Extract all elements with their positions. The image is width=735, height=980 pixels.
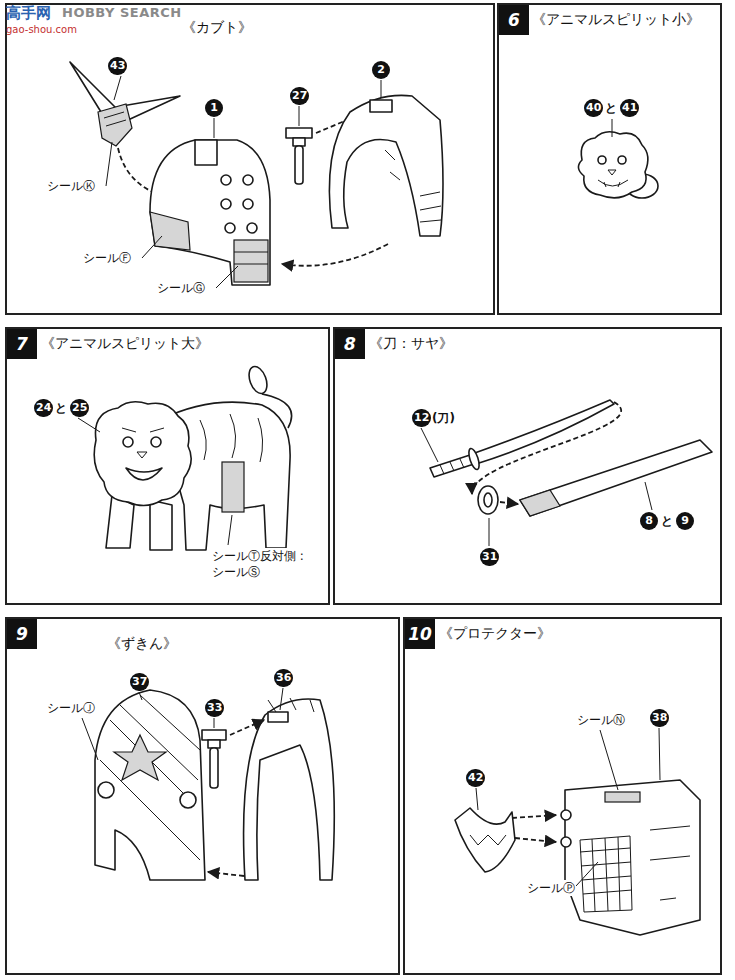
leader-lines <box>78 418 232 545</box>
watermark: gao-shou.com <box>6 24 77 35</box>
assembly-arrow <box>500 502 518 504</box>
step-number: 8 <box>335 329 365 359</box>
callout-number: 27 <box>290 87 309 105</box>
callout-number: 1 <box>205 99 223 117</box>
step-number: 6 <box>499 5 529 35</box>
step-title: 《ずきん》 <box>107 633 177 653</box>
leader-lines <box>82 688 283 760</box>
pin-part <box>202 730 226 788</box>
callout-number: 36 <box>274 669 293 687</box>
callout-number: 43 <box>108 57 127 75</box>
horn-part <box>70 62 180 146</box>
connector-word: と <box>605 100 617 116</box>
step-panel: 《カブト》 <box>5 3 495 315</box>
helmet-front <box>150 140 270 285</box>
assembly-arrow <box>515 838 556 842</box>
sticker-label: シールⒻ <box>82 250 132 266</box>
hood-part <box>95 690 205 880</box>
watermark: HOBBY SEARCH <box>62 5 182 20</box>
callout-number: 8 <box>640 512 658 530</box>
leader-lines <box>106 76 381 288</box>
hood-back <box>244 698 335 880</box>
callout-number: 38 <box>650 709 669 727</box>
callout-number: 12 <box>412 409 431 427</box>
callout-number: 2 <box>372 61 390 79</box>
ring-part <box>478 486 498 514</box>
sticker-label: シールⓉ反対側 :シールⓈ <box>212 548 304 580</box>
assembly-arrow <box>282 244 388 266</box>
callout-number: 25 <box>70 399 89 417</box>
face-guard <box>455 808 515 872</box>
step-title: 《刀：サヤ》 <box>369 333 453 353</box>
step-panel: 10《プロテクター》 <box>403 617 722 975</box>
watermark: 高手网 <box>6 4 51 23</box>
sword-part <box>430 400 614 477</box>
pin-part <box>286 128 312 184</box>
sticker-label: シールⒿ <box>46 700 96 716</box>
sticker-label: シールⒼ <box>156 280 206 296</box>
assembly-arrow <box>472 402 621 494</box>
callout-number: 40 <box>584 99 603 117</box>
callout-number: 41 <box>620 99 639 117</box>
sticker-label: シールⓀ <box>46 178 96 194</box>
small-lion <box>578 132 658 198</box>
callout-number: 24 <box>34 399 53 417</box>
step-title: 《アニマルスピリット小》 <box>532 9 700 29</box>
callout-number: 33 <box>205 699 224 717</box>
sticker-label: シールⓅ <box>526 880 576 896</box>
leader-lines <box>476 728 660 886</box>
callout-number: 42 <box>466 769 485 787</box>
leader-line <box>612 119 613 137</box>
assembly-arrow <box>208 872 244 876</box>
step-number: 7 <box>7 329 37 359</box>
large-lion <box>94 364 291 550</box>
callout-number: 9 <box>676 512 694 530</box>
connector-word: と <box>661 513 673 529</box>
part-note: (刀) <box>432 410 455 426</box>
step-number: 10 <box>405 619 435 649</box>
step-title: 《カブト》 <box>182 17 252 37</box>
assembly-arrow <box>230 720 264 735</box>
leader-lines <box>421 428 652 546</box>
callout-number: 37 <box>130 673 149 691</box>
step-panel: 9 《ずきん》 <box>5 617 400 975</box>
step-title: 《アニマルスピリット大》 <box>41 333 209 353</box>
step-panel: 6《アニマルスピリット小》 <box>497 3 722 315</box>
step-title: 《プロテクター》 <box>439 623 551 643</box>
step-panel: 8《刀：サヤ》 <box>333 327 722 605</box>
callout-number: 31 <box>480 548 499 566</box>
connector-word: と <box>55 400 67 416</box>
sticker-label: シールⓃ <box>576 712 626 728</box>
sheath-part <box>520 440 712 516</box>
step-number: 9 <box>7 619 37 649</box>
protector-part <box>561 780 700 935</box>
helmet-back <box>329 95 443 236</box>
assembly-arrow <box>512 815 556 818</box>
